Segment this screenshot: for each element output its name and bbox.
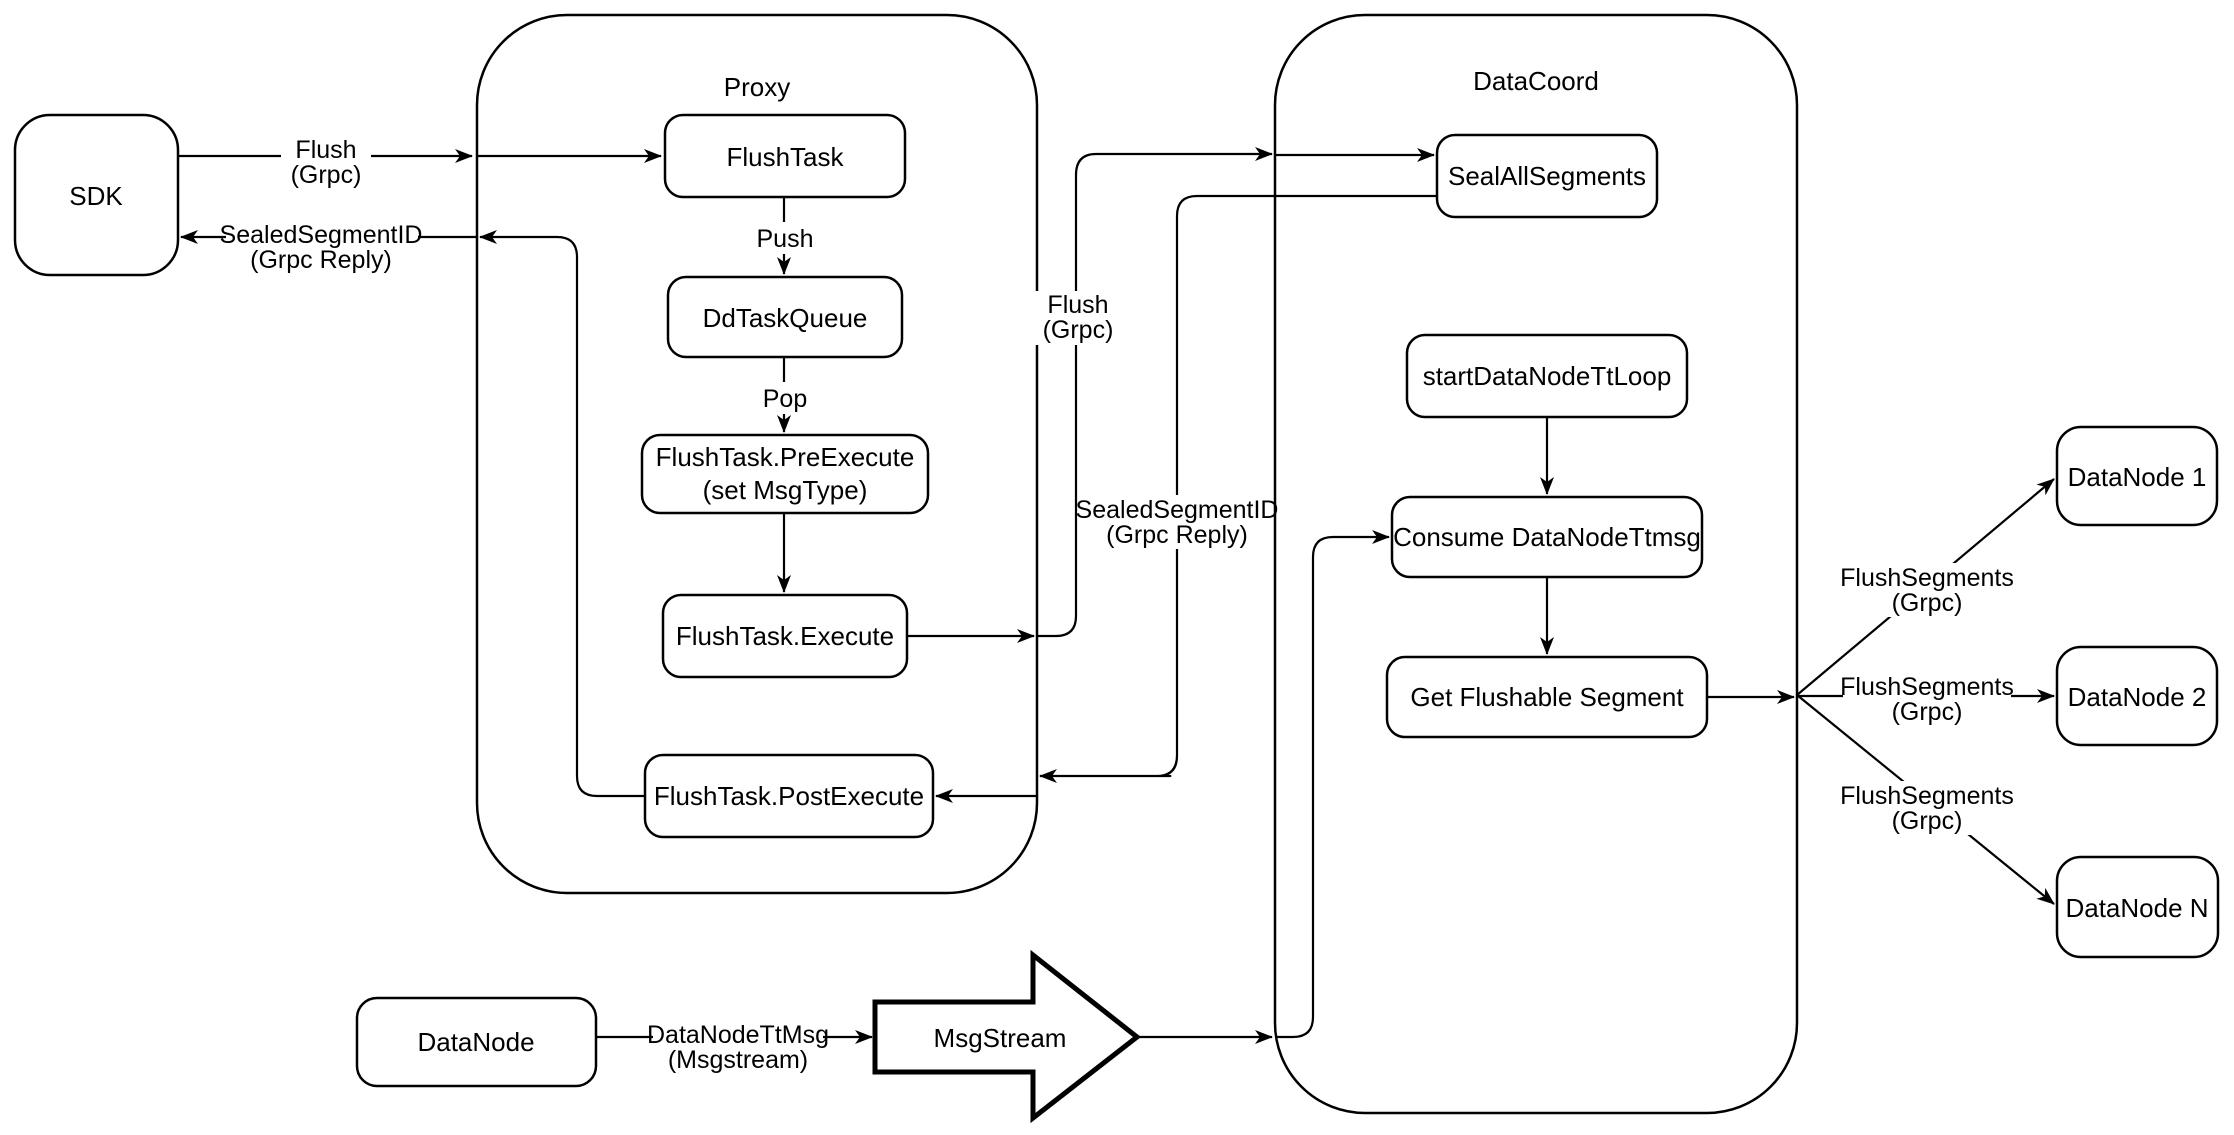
- edge-label-flushsegments1-line2: (Grpc): [1892, 589, 1963, 617]
- edge-label-bg: [1843, 672, 2011, 726]
- edge-label-datanodettmsg: DataNodeTtMsg (Msgstream): [647, 1020, 829, 1074]
- node-startdatanodettloop-label: startDataNodeTtLoop: [1423, 361, 1672, 391]
- edge-label-sdk-reply-line2: (Grpc Reply): [250, 246, 392, 274]
- node-startdatanodettloop-shape: [1405, 333, 1689, 419]
- edge-label-sdk-flush: Flush (Grpc): [281, 134, 371, 189]
- node-datanode1-label: DataNode 1: [2068, 462, 2207, 492]
- datacoord-container: DataCoord: [1273, 13, 1799, 1115]
- node-postexecute: FlushTask.PostExecute: [643, 753, 935, 839]
- edge-label-bg: [1843, 781, 2011, 835]
- node-sdk: SDK: [13, 113, 180, 277]
- edge-datacoord-to-consume: [1275, 530, 1390, 1039]
- node-postexecute-shape: [643, 753, 935, 839]
- node-datanode2-label: DataNode 2: [2068, 682, 2207, 712]
- node-ddtaskqueue: DdTaskQueue: [666, 275, 904, 359]
- edge-label-bg: [226, 219, 418, 273]
- edge-label-push-line1: Push: [757, 225, 814, 253]
- node-sealallsegments-label: SealAllSegments: [1448, 161, 1646, 191]
- edge-label-flushsegments2-line2: (Grpc): [1892, 698, 1963, 726]
- node-getflushablesegment-label: Get Flushable Segment: [1410, 682, 1684, 712]
- node-getflushablesegment: Get Flushable Segment: [1385, 655, 1709, 739]
- node-getflushablesegment-shape: [1385, 655, 1709, 739]
- node-datanode1: DataNode 1: [2055, 425, 2219, 527]
- node-ddtaskqueue-shape: [666, 275, 904, 359]
- node-execute: FlushTask.Execute: [661, 593, 909, 679]
- node-ddtaskqueue-label: DdTaskQueue: [703, 303, 868, 333]
- edge-label-flush-riser-line1: Flush: [1047, 291, 1108, 319]
- node-postexecute-label: FlushTask.PostExecute: [654, 781, 924, 811]
- edge-label-sdk-reply: SealedSegmentID (Grpc Reply): [220, 219, 423, 274]
- node-datanode: DataNode: [355, 996, 598, 1088]
- node-datanode2-shape: [2055, 645, 2219, 747]
- edge-label-flushsegments3-line2: (Grpc): [1892, 807, 1963, 835]
- edge-label-flush-riser-line2: (Grpc): [1043, 316, 1114, 344]
- edge-label-bg: [757, 382, 813, 414]
- proxy-container-title: Proxy: [724, 72, 790, 102]
- datacoord-container-title: DataCoord: [1473, 66, 1599, 96]
- edge-sealallsegments-to-proxy-reply: [1040, 194, 1437, 776]
- node-consumedatanodettmsg: Consume DataNodeTtmsg: [1390, 495, 1704, 579]
- node-sdk-label: SDK: [69, 181, 123, 211]
- node-msgstream: MsgStream: [872, 949, 1142, 1124]
- node-datanoden: DataNode N: [2055, 855, 2220, 959]
- node-datanode1-shape: [2055, 425, 2219, 527]
- node-sdk-shape: [13, 113, 180, 277]
- edge-label-reply-riser-line2: (Grpc Reply): [1106, 521, 1248, 549]
- edge-label-flushsegments-2: FlushSegments (Grpc): [1840, 672, 2014, 726]
- node-flushtask: FlushTask: [663, 113, 907, 199]
- edge-label-pop-line1: Pop: [763, 385, 807, 413]
- msgstream-arrow-shape: [872, 949, 1142, 1124]
- edge-label-datanodettmsg-line1: DataNodeTtMsg: [647, 1021, 829, 1049]
- node-preexecute: FlushTask.PreExecute (set MsgType): [640, 433, 930, 515]
- node-datanode-label: DataNode: [417, 1027, 534, 1057]
- edge-label-bg: [752, 222, 818, 254]
- edge-label-sdk-flush-line1: Flush: [295, 136, 356, 164]
- node-preexecute-label-line1: FlushTask.PreExecute: [656, 442, 915, 472]
- node-datanode-shape: [355, 996, 598, 1088]
- edge-label-reply-riser-line1: SealedSegmentID: [1076, 496, 1279, 524]
- edge-proxy-to-datacoord-flush: [1037, 147, 1273, 638]
- node-consumedatanodettmsg-label: Consume DataNodeTtmsg: [1393, 522, 1701, 552]
- node-preexecute-label-line2: (set MsgType): [703, 475, 868, 505]
- node-msgstream-label: MsgStream: [934, 1023, 1067, 1053]
- nodes: SDK FlushTask DdTaskQueue FlushTask.PreE…: [13, 113, 2220, 1124]
- edge-label-datanodettmsg-line2: (Msgstream): [668, 1046, 808, 1074]
- edges: [178, 147, 2055, 1044]
- node-flushtask-label: FlushTask: [726, 142, 844, 172]
- proxy-container: Proxy: [475, 13, 1039, 895]
- edge-postexecute-to-proxy-edge-reply: [479, 230, 645, 798]
- edge-label-bg: [1035, 291, 1121, 345]
- edge-label-reply-riser: SealedSegmentID (Grpc Reply): [1076, 495, 1279, 549]
- node-startdatanodettloop: startDataNodeTtLoop: [1405, 333, 1689, 419]
- edge-label-flush-riser: Flush (Grpc): [1035, 291, 1121, 345]
- edge-label-push: Push: [752, 222, 818, 254]
- edge-label-flushsegments1-line1: FlushSegments: [1840, 564, 2014, 592]
- node-datanoden-label: DataNode N: [2065, 893, 2208, 923]
- edge-label-flushsegments-3: FlushSegments (Grpc): [1840, 781, 2014, 835]
- edge-label-flushsegments2-line1: FlushSegments: [1840, 673, 2014, 701]
- edge-label-flushsegments3-line1: FlushSegments: [1840, 782, 2014, 810]
- edge-label-sdk-reply-line1: SealedSegmentID: [220, 221, 423, 249]
- edge-labels: Flush (Grpc) SealedSegmentID (Grpc Reply…: [220, 134, 2014, 1074]
- edge-label-flushsegments-1: FlushSegments (Grpc): [1840, 563, 2014, 617]
- node-datanoden-shape: [2055, 855, 2220, 959]
- datacoord-container-border: [1273, 13, 1799, 1115]
- proxy-container-border: [475, 13, 1039, 895]
- node-consumedatanodettmsg-shape: [1390, 495, 1704, 579]
- edge-label-bg: [1843, 563, 2011, 617]
- node-sealallsegments-shape: [1435, 133, 1659, 219]
- node-execute-label: FlushTask.Execute: [676, 621, 894, 651]
- edge-label-pop: Pop: [757, 382, 813, 414]
- edge-label-bg: [281, 134, 371, 188]
- node-flushtask-shape: [663, 113, 907, 199]
- node-datanode2: DataNode 2: [2055, 645, 2219, 747]
- node-sealallsegments: SealAllSegments: [1435, 133, 1659, 219]
- node-preexecute-shape: [640, 433, 930, 515]
- edge-label-bg: [1081, 495, 1273, 549]
- edge-label-sdk-flush-line2: (Grpc): [291, 161, 362, 189]
- edge-label-bg: [653, 1020, 823, 1074]
- node-execute-shape: [661, 593, 909, 679]
